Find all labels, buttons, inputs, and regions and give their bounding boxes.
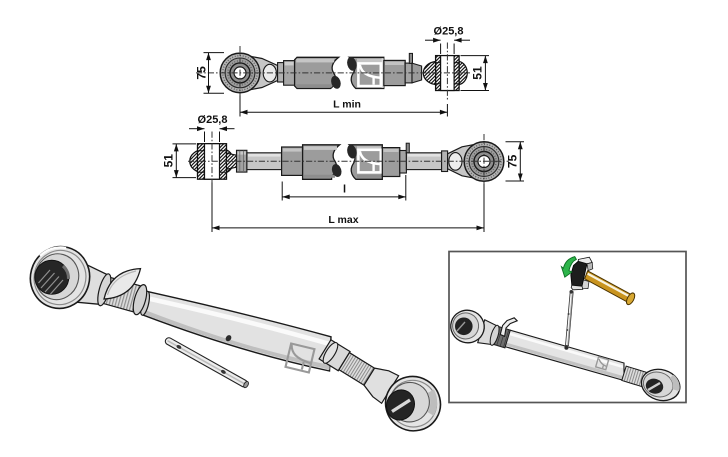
svg-text:75: 75 [506,154,520,168]
svg-text:L max: L max [328,214,358,226]
svg-text:51: 51 [471,66,485,80]
svg-text:L min: L min [333,99,361,111]
svg-text:Ø25,8: Ø25,8 [198,114,228,126]
svg-text:75: 75 [194,66,208,80]
svg-text:51: 51 [162,154,176,168]
svg-text:l: l [343,184,346,196]
svg-text:Ø25,8: Ø25,8 [434,26,464,38]
